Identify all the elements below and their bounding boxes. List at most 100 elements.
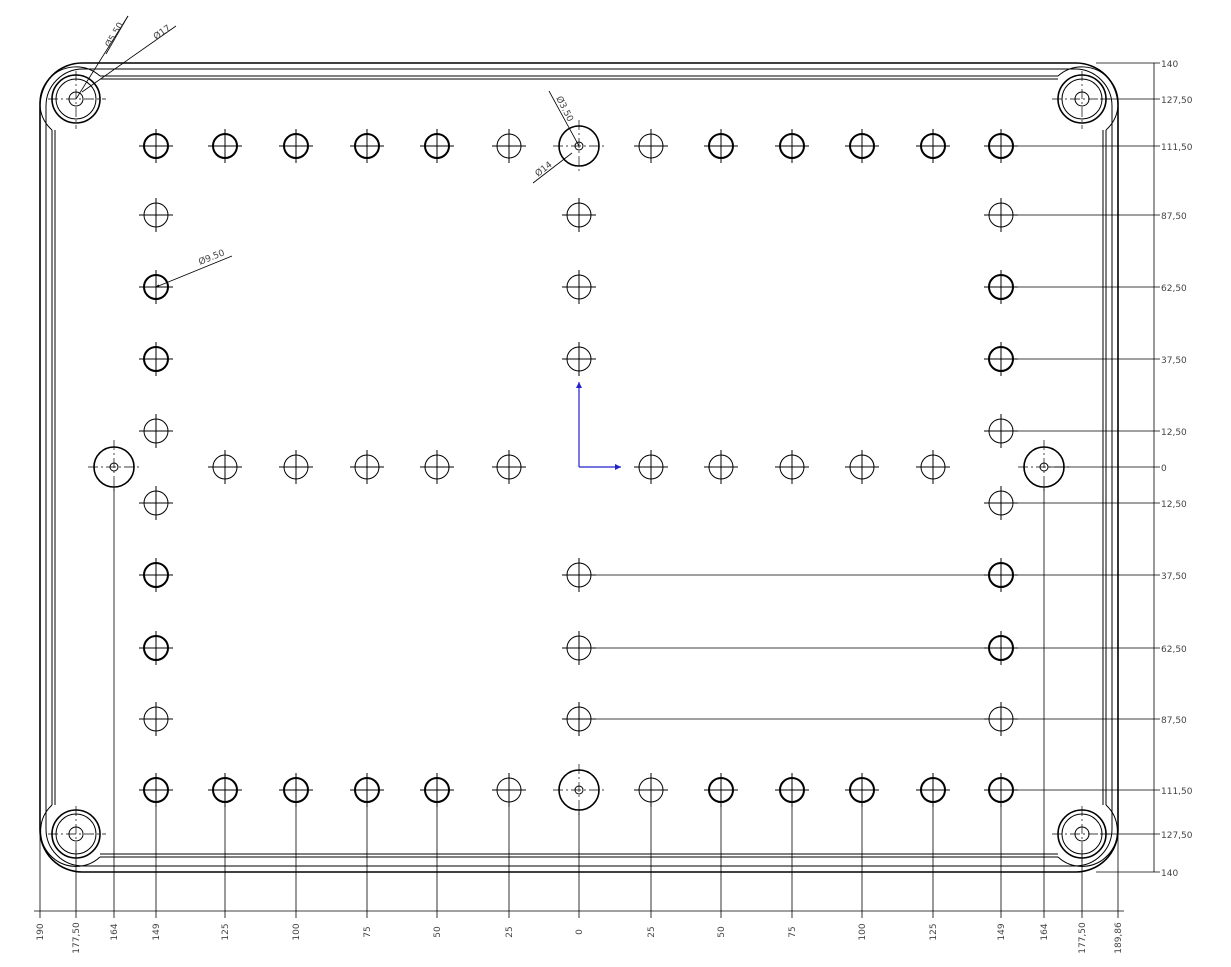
mounting-hole [984, 414, 1018, 448]
mounting-hole [492, 129, 526, 163]
bottom-dim-label: 164 [1040, 923, 1050, 940]
mounting-hole [984, 270, 1018, 304]
bottom-dim-label: 177,50 [1078, 922, 1088, 954]
mounting-hole [420, 450, 454, 484]
mounting-hole [775, 450, 809, 484]
mounting-hole [562, 342, 596, 376]
mounting-hole [845, 129, 879, 163]
bottom-dim-label: 25 [647, 926, 657, 937]
mounting-hole [916, 773, 950, 807]
hole-callouts: Ø5.50 Ø17 Ø3.50 Ø14 Ø9.50 [75, 15, 580, 288]
bottom-dim-label: 149 [152, 923, 162, 940]
bottom-dim-label: 50 [717, 926, 727, 938]
mounting-hole [208, 129, 242, 163]
mounting-hole [562, 631, 596, 665]
mounting-hole [139, 631, 173, 665]
right-dim-label: 12,50 [1161, 428, 1187, 438]
callout-top-large: Ø14 [533, 159, 555, 179]
right-dim-label: 127,50 [1161, 831, 1193, 841]
bottom-dim-label: 189,86 [1114, 922, 1124, 954]
mounting-hole [634, 129, 668, 163]
right-dim-label: 111,50 [1161, 787, 1193, 797]
mounting-hole [492, 773, 526, 807]
mounting-hole [984, 342, 1018, 376]
mounting-hole [704, 450, 738, 484]
mounting-hole [492, 450, 526, 484]
mounting-hole [139, 414, 173, 448]
mounting-hole [704, 129, 738, 163]
mounting-hole [775, 129, 809, 163]
hole-pattern [139, 129, 1018, 807]
right-dim-label: 87,50 [1161, 716, 1187, 726]
mounting-hole [845, 450, 879, 484]
mounting-hole [984, 198, 1018, 232]
mounting-hole [420, 773, 454, 807]
right-dimension-labels: 140 127,50 111,50 87,50 62,50 37,50 12,5… [1161, 60, 1193, 879]
origin-axes [576, 382, 621, 470]
mounting-hole [420, 129, 454, 163]
mounting-hole [208, 450, 242, 484]
bottom-dim-label: 177,50 [72, 922, 82, 954]
mounting-hole [984, 486, 1018, 520]
mounting-hole [775, 773, 809, 807]
right-dim-label: 140 [1161, 869, 1178, 879]
mounting-hole [139, 702, 173, 736]
mounting-hole [916, 450, 950, 484]
mounting-hole [562, 558, 596, 592]
callout-corner-large: Ø17 [151, 23, 173, 43]
bottom-dim-label: 0 [575, 929, 585, 935]
mounting-hole [562, 270, 596, 304]
right-dim-label: 0 [1161, 464, 1167, 474]
bottom-dim-label: 25 [505, 926, 515, 937]
mounting-hole [562, 198, 596, 232]
mounting-hole [984, 773, 1018, 807]
callout-corner-small: Ø5.50 [103, 20, 126, 49]
right-dim-label: 62,50 [1161, 284, 1187, 294]
center-boss-bottom [553, 764, 605, 816]
right-dim-label: 37,50 [1161, 356, 1187, 366]
mounting-hole [139, 773, 173, 807]
right-dim-label: 62,50 [1161, 645, 1187, 655]
mounting-hole [984, 129, 1018, 163]
mounting-hole [139, 198, 173, 232]
mounting-hole [845, 773, 879, 807]
right-dim-label: 87,50 [1161, 212, 1187, 222]
mounting-hole [634, 450, 668, 484]
bottom-dim-label: 164 [110, 923, 120, 940]
right-dim-label: 12,50 [1161, 500, 1187, 510]
bottom-extension-lines [34, 480, 1124, 918]
bottom-dim-label: 100 [858, 923, 868, 940]
mounting-hole [350, 773, 384, 807]
mounting-hole [634, 773, 668, 807]
right-dim-label: 111,50 [1161, 143, 1193, 153]
callout-side-hole: Ø9.50 [197, 247, 227, 267]
callout-top-small: Ø3.50 [553, 94, 575, 123]
mounting-hole [139, 486, 173, 520]
mounting-hole [139, 129, 173, 163]
bottom-dim-label: 100 [292, 923, 302, 940]
mounting-hole [704, 773, 738, 807]
mounting-hole [279, 129, 313, 163]
mounting-hole [208, 773, 242, 807]
right-dim-label: 37,50 [1161, 572, 1187, 582]
right-dim-label: 140 [1161, 60, 1178, 70]
bottom-dim-label: 125 [929, 923, 939, 940]
mounting-hole [139, 558, 173, 592]
mounting-hole [916, 129, 950, 163]
mounting-hole [279, 450, 313, 484]
mounting-hole [279, 773, 313, 807]
bottom-dimension-labels: 190 177,50 164 149 125 100 75 50 25 0 25… [36, 922, 1124, 954]
bottom-dim-label: 75 [788, 926, 798, 937]
bottom-dim-label: 125 [221, 923, 231, 940]
corner-boss-top-left [48, 71, 106, 129]
right-extension-lines [595, 62, 1160, 873]
mounting-hole [139, 342, 173, 376]
mounting-hole [350, 450, 384, 484]
mounting-hole [562, 702, 596, 736]
mounting-hole [350, 129, 384, 163]
bottom-dim-label: 149 [997, 923, 1007, 940]
bottom-dim-label: 75 [363, 926, 373, 937]
right-dim-label: 127,50 [1161, 96, 1193, 106]
side-boss-left [88, 440, 140, 494]
